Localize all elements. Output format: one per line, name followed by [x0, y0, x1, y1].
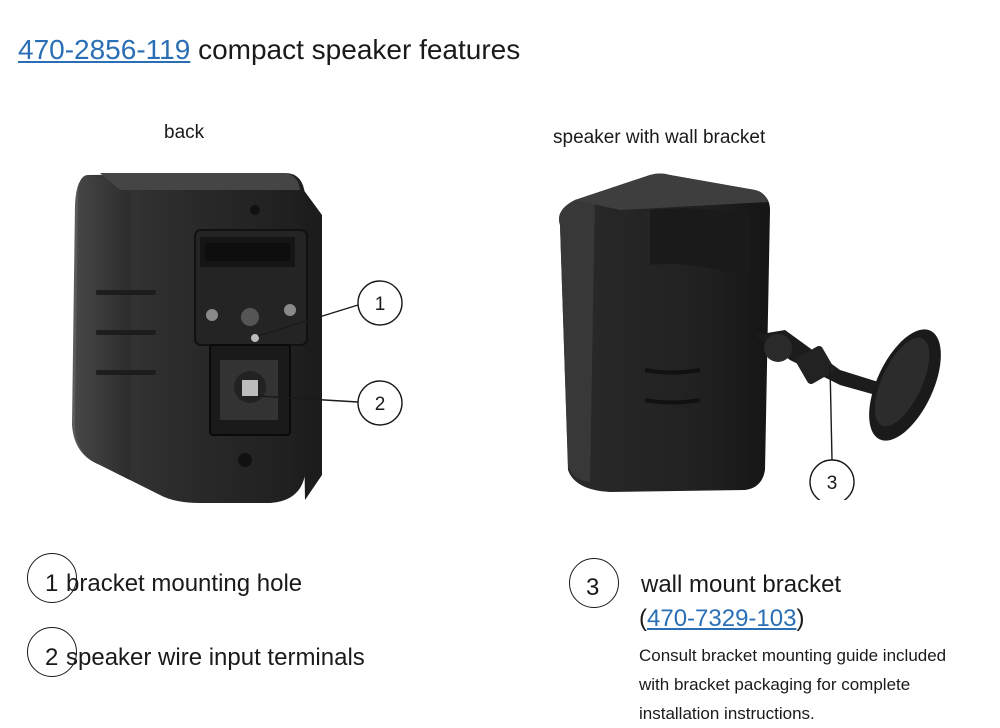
back-caption: back [164, 122, 205, 143]
callout-2: 2 [357, 380, 403, 426]
legend-label-2: speaker wire input terminals [66, 644, 365, 671]
open-paren: ( [639, 605, 647, 632]
note-line-3: installation instructions. [639, 704, 815, 723]
part-number-link[interactable]: 470-2856-119 [18, 34, 191, 65]
note-line-2: with bracket packaging for complete [639, 675, 911, 694]
note-line-1: Consult bracket mounting guide included [639, 646, 947, 665]
legend-number-2: 2 [45, 644, 59, 671]
svg-text:1: 1 [375, 294, 386, 315]
legend-label-3: wall mount bracket [641, 571, 842, 598]
wall-bracket-caption: speaker with wall bracket [553, 127, 766, 148]
callout-1: 1 [357, 280, 403, 326]
legend-number-1: 1 [45, 570, 59, 597]
page-title-text: compact speaker features [190, 34, 521, 65]
speaker-bracket-illustration: 3 [559, 173, 941, 505]
svg-text:2: 2 [375, 394, 386, 415]
legend-circle-1 [27, 553, 77, 603]
svg-text:3: 3 [827, 473, 838, 494]
speaker-back-illustration: 1 2 [72, 173, 403, 503]
legend-circle-3 [569, 558, 619, 608]
legend-label-1: bracket mounting hole [66, 570, 303, 597]
legend-circle-2 [27, 627, 77, 677]
bracket-note: Consult bracket mounting guide included … [639, 641, 989, 728]
bracket-part-line: (470-7329-103) [639, 604, 804, 634]
speaker-back-image: 1 2 [60, 155, 420, 520]
speaker-bracket-image: 3 [550, 170, 950, 505]
callout-3: 3 [809, 459, 855, 505]
close-paren: ) [796, 605, 805, 632]
bracket-part-number-link[interactable]: 470-7329-103 [647, 605, 797, 632]
page-title: 470-2856-119 compact speaker features [18, 30, 520, 70]
legend-number-3: 3 [586, 574, 600, 601]
